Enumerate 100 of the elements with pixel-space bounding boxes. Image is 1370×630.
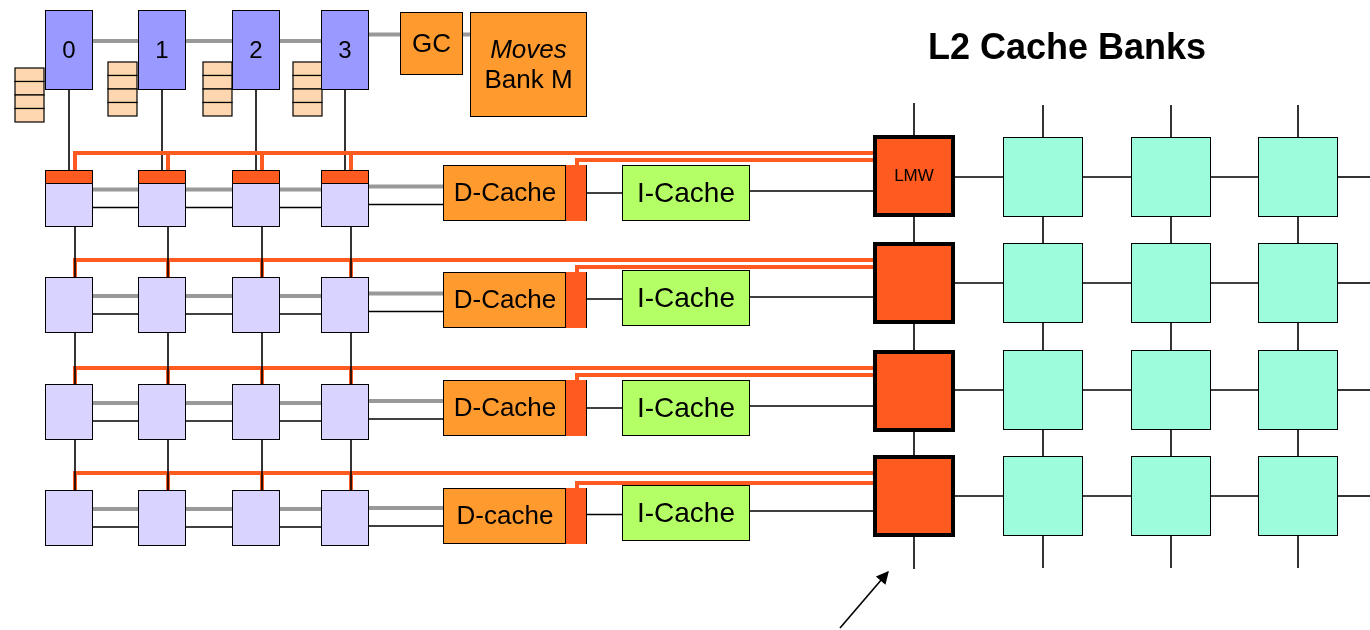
- section-heading: L2 Cache Banks: [928, 26, 1207, 68]
- connector-line: [1082, 282, 1132, 284]
- connector-line: [92, 526, 139, 528]
- router-box: [138, 384, 186, 440]
- processor-core-box: 0: [45, 10, 93, 90]
- connector-line: [575, 158, 873, 165]
- connector-line: [913, 102, 915, 136]
- connector-line: [261, 332, 263, 385]
- connector-line: [280, 187, 321, 192]
- connector-line: [92, 313, 139, 315]
- connector-line: [185, 206, 233, 209]
- connector-line: [369, 506, 443, 510]
- connector-line: [92, 206, 139, 209]
- router-box: [232, 384, 280, 440]
- connector-line: [1210, 495, 1259, 497]
- connector-line: [1297, 322, 1299, 351]
- cache-bank-box: [1003, 350, 1083, 430]
- connector-line: [368, 203, 444, 206]
- connector-line: [279, 313, 322, 315]
- cache-bank-box: [1258, 456, 1338, 536]
- cache-bank-box: [1131, 456, 1211, 536]
- connector-line: [954, 389, 1004, 391]
- processor-core-box: 3: [321, 10, 369, 90]
- connector-line: [255, 89, 257, 171]
- connector-line: [167, 226, 169, 278]
- connector-line: [586, 192, 623, 194]
- connector-line: [68, 89, 70, 171]
- connector-line: [1042, 216, 1044, 244]
- connector-line: [575, 265, 873, 272]
- connector-line: [1337, 282, 1370, 284]
- connector-line: [1082, 176, 1132, 178]
- connector-line: [1170, 216, 1172, 244]
- cache-bank-box: [1258, 137, 1338, 217]
- connector-line: [1297, 216, 1299, 244]
- connector-line: [280, 401, 321, 405]
- connector-line: [93, 401, 138, 405]
- router-box: [232, 490, 280, 546]
- connector-line: [185, 420, 233, 422]
- connector-line: [74, 226, 76, 278]
- connector-line: [74, 439, 76, 491]
- connector-line: [93, 39, 138, 43]
- connector-line: [279, 206, 322, 209]
- connector-line: [261, 226, 263, 278]
- lmw-bank-box: [873, 455, 955, 537]
- gc-box: GC: [400, 12, 463, 75]
- processor-core-box: 2: [232, 10, 280, 90]
- connector-line: [954, 282, 1004, 284]
- connector-line: [749, 405, 874, 407]
- connector-line: [186, 294, 232, 298]
- connector-line: [93, 294, 138, 298]
- router-box: [45, 384, 93, 440]
- connector-line: [913, 431, 915, 456]
- lmw-bank-box: [873, 350, 955, 432]
- connector-line: [369, 399, 443, 403]
- lmw-bank-box: [873, 242, 955, 324]
- connector-line: [167, 439, 169, 491]
- connector-line: [279, 420, 322, 422]
- connector-line: [280, 294, 321, 298]
- instruction-cache-box: I-Cache: [622, 485, 750, 541]
- connector-line: [1210, 282, 1259, 284]
- connector-line: [575, 481, 873, 488]
- instruction-cache-box: I-Cache: [622, 270, 750, 326]
- connector-line: [1042, 535, 1044, 569]
- connector-line: [369, 184, 443, 189]
- router-box: [45, 277, 93, 333]
- data-cache-box: D-Cache: [443, 272, 587, 328]
- connector-line: [1210, 389, 1259, 391]
- cache-bank-box: [1003, 456, 1083, 536]
- cache-bank-box: [1131, 243, 1211, 323]
- connector-line: [1210, 176, 1259, 178]
- router-box: [45, 170, 93, 227]
- connector-line: [350, 332, 352, 385]
- connector-line: [1042, 104, 1044, 138]
- router-box: [321, 490, 369, 546]
- processor-core-box: 1: [138, 10, 186, 90]
- connector-line: [369, 32, 400, 37]
- connector-line: [344, 89, 346, 171]
- connector-line: [186, 187, 232, 192]
- connector-line: [280, 507, 321, 511]
- cache-bank-box: [1258, 243, 1338, 323]
- connector-line: [586, 298, 623, 300]
- connector-line: [586, 407, 623, 409]
- cache-bank-box: [1131, 137, 1211, 217]
- lmw-bank-box: LMW: [873, 135, 955, 217]
- connector-line: [1337, 495, 1370, 497]
- connector-line: [368, 310, 444, 313]
- connector-line: [913, 323, 915, 351]
- data-cache-box: D-cache: [443, 488, 587, 544]
- router-box: [232, 170, 280, 227]
- connector-line: [93, 187, 138, 192]
- connector-line: [92, 420, 139, 422]
- connector-line: [749, 296, 874, 298]
- pointer-arrow: [839, 571, 889, 629]
- connector-line: [749, 510, 874, 512]
- connector-line: [1170, 429, 1172, 457]
- router-box: [321, 277, 369, 333]
- cache-bank-box: [1131, 350, 1211, 430]
- connector-line: [1337, 176, 1370, 178]
- connector-line: [279, 526, 322, 528]
- connector-line: [368, 525, 444, 527]
